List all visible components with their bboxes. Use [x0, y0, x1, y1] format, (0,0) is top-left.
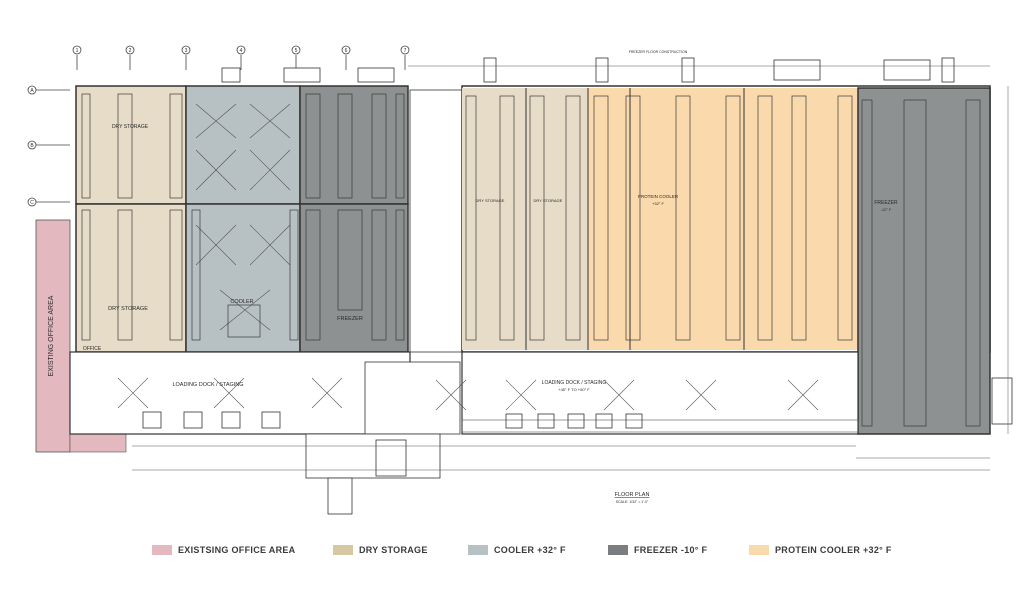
grid-col-4 [236, 45, 246, 70]
legend-item-protein-cooler: PROTEIN COOLER +32° F [749, 542, 892, 558]
grid-col-label-6: 6 [345, 48, 348, 54]
label-loading-dock-2: LOADING DOCK / STAGING [542, 380, 607, 386]
legend-label-cooler: COOLER +32° F [494, 545, 566, 555]
existing-office-area [35, 219, 71, 453]
drawing-scale: SCALE: 1/32" = 1'-0" [616, 500, 649, 504]
freezer-room-3 [857, 87, 991, 435]
legend-item-freezer: FREEZER -10° F [608, 542, 707, 558]
grid-row-label-b: B [30, 143, 34, 149]
dock-doors-right [505, 413, 643, 429]
grid-row-a [27, 85, 70, 95]
legend-item-cooler: COOLER +32° F [468, 542, 566, 558]
label-freezer-2-temp: -10° F [881, 207, 892, 212]
label-dry-storage-1: DRY STORAGE [112, 124, 149, 130]
grid-col-label-3: 3 [185, 48, 188, 54]
floor-plan-drawing: 1 2 3 4 5 6 7 A B C EXISTING OFFICE AREA… [27, 45, 1013, 515]
label-loading-dock-1: LOADING DOCK / STAGING [172, 382, 243, 388]
grid-col-7 [400, 45, 410, 70]
label-cooler-1: COOLER [230, 299, 253, 305]
legend-label-freezer: FREEZER -10° F [634, 545, 708, 555]
dimension-lines [132, 65, 1009, 471]
grid-row-b [27, 140, 70, 150]
label-dry-storage-2: DRY STORAGE [108, 306, 148, 312]
grid-row-label-a: A [30, 88, 34, 94]
label-dry-storage-4: DRY STORAGE [534, 198, 563, 203]
legend-item-office: EXISTSING OFFICE AREA [152, 542, 295, 558]
existing-office-lower [69, 433, 127, 453]
label-protein-cooler: PROTEIN COOLER [638, 194, 679, 199]
legend-swatch-cooler [468, 545, 488, 555]
label-dry-storage-3: DRY STORAGE [476, 198, 505, 203]
label-freezer-1: FREEZER [337, 316, 363, 322]
label-loading-temp-2: +45° F TO +50° F [558, 387, 590, 392]
label-existing-office-area: EXISTING OFFICE AREA [48, 295, 55, 376]
grid-row-label-c: C [30, 200, 34, 206]
grid-col-label-7: 7 [404, 48, 407, 54]
grid-col-6 [341, 45, 351, 70]
cooler-room-2 [185, 203, 301, 353]
rack-rows-right [465, 95, 981, 427]
grid-col-label-2: 2 [129, 48, 132, 54]
protein-cooler-room [588, 88, 858, 350]
legend-swatch-office [152, 545, 172, 555]
label-future-note: FREEZER FLOOR CONSTRUCTION [629, 50, 688, 54]
legend-swatch-protein-cooler [749, 545, 769, 555]
grid-col-label-4: 4 [240, 48, 243, 54]
legend-item-dry-storage: DRY STORAGE [333, 542, 428, 558]
cooler-room-1 [185, 85, 301, 205]
grid-col-label-1: 1 [76, 48, 79, 54]
grid-row-c [27, 197, 70, 207]
freezer-room-2 [299, 203, 409, 353]
label-freezer-2: FREEZER [874, 200, 898, 206]
loading-dock-right-x [435, 379, 819, 411]
label-protein-temp: +32° F [652, 201, 664, 206]
drawing-title: FLOOR PLAN [615, 492, 650, 498]
dry-storage-room-3 [462, 88, 526, 350]
dry-storage-room-4 [526, 88, 588, 350]
legend-label-office: EXISTSING OFFICE AREA [178, 545, 296, 555]
label-office: OFFICE [83, 346, 102, 352]
loading-dock-right [461, 351, 859, 435]
grid-col-label-5: 5 [295, 48, 298, 54]
center-connector [305, 89, 463, 515]
freezer-room-1 [299, 85, 409, 205]
dock-edge-strip [461, 419, 859, 433]
legend-label-dry-storage: DRY STORAGE [359, 545, 428, 555]
dry-storage-room-1 [75, 85, 187, 205]
column-grid-markers [27, 45, 410, 207]
loading-dock-left-x [117, 377, 343, 409]
right-building-dividers [525, 88, 745, 350]
grid-col-5 [291, 45, 301, 70]
rooftop-units [221, 57, 1013, 425]
cooler-x-marks [195, 103, 291, 331]
grid-col-1 [72, 45, 82, 70]
legend-swatch-freezer [608, 545, 628, 555]
legend: EXISTSING OFFICE AREA DRY STORAGE COOLER… [0, 536, 1028, 564]
grid-col-3 [181, 45, 191, 70]
grid-col-2 [125, 45, 135, 70]
dry-storage-room-2 [75, 203, 187, 353]
dock-doors-left [142, 411, 281, 429]
legend-label-protein-cooler: PROTEIN COOLER +32° F [775, 545, 892, 555]
rack-rows-left [81, 93, 405, 341]
legend-swatch-dry-storage [333, 545, 353, 555]
